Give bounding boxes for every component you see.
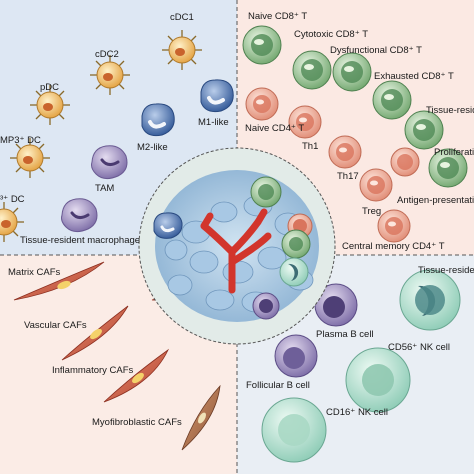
central-memory-cd4-t-cell <box>377 209 411 243</box>
matrix-caf-cell <box>13 261 105 301</box>
naive-cd8-label: Naive CD8⁺ T <box>248 11 308 22</box>
cdc2-label: cDC2 <box>95 49 119 60</box>
th1-cell <box>288 105 322 139</box>
follicular-b-label: Follicular B cell <box>246 380 310 391</box>
cd56-nk-label: CD56⁺ NK cell <box>388 342 451 353</box>
inflammatory-caf-cell <box>103 349 169 403</box>
cd16-nk-cell <box>261 397 327 463</box>
tissue-resident-t-label: Tissue-residen <box>426 105 474 116</box>
exhausted-cd8-t-cell <box>372 80 412 120</box>
cd16-nk-label: CD16⁺ NK cell <box>326 407 389 418</box>
cytotoxic-cd8-label: Cytotoxic CD8⁺ T <box>294 29 368 40</box>
mreg-dc-cell <box>10 138 50 178</box>
tissue-resident-t-cell <box>404 110 444 150</box>
naive-cd4-label: Naive CD4⁺ T <box>245 123 305 134</box>
tissue-resident-nk-label: Tissue-reside <box>418 265 474 276</box>
cdc1-label: cDC1 <box>170 12 194 23</box>
th17-cell <box>328 135 362 169</box>
tumor-core <box>138 147 336 345</box>
myofibroblastic-caf-label: Myofibroblastic CAFs <box>92 417 182 428</box>
antigen-presenting-label: Antigen-presentati <box>397 195 474 206</box>
m2-like-label: M2-like <box>137 142 168 153</box>
plasma-b-label: Plasma B cell <box>316 329 374 340</box>
tissue-resident-macrophage-label: Tissue-resident macrophage <box>20 235 141 246</box>
blood-vessel <box>200 208 272 294</box>
m2-like-macrophage <box>141 103 175 137</box>
m1-like-label: M1-like <box>198 117 229 128</box>
cd56-nk-cell <box>345 347 411 413</box>
exhausted-cd8-label: Exhausted CD8⁺ T <box>374 71 454 82</box>
antigen-presenting-t-cell <box>390 147 420 177</box>
lamp-dc-cell <box>0 202 24 242</box>
plasma-b-cell <box>314 283 358 327</box>
vascular-caf-cell <box>61 305 129 361</box>
treg-cell <box>359 168 393 202</box>
cdc2-cell <box>90 55 130 95</box>
myofibroblastic-caf-cell <box>181 384 221 451</box>
vascular-caf-label: Vascular CAFs <box>24 320 87 331</box>
th1-label: Th1 <box>302 141 319 152</box>
pdc-cell <box>30 85 70 125</box>
naive-cd8-t-cell <box>242 25 282 65</box>
cytotoxic-cd8-t-cell <box>292 50 332 90</box>
m1-like-macrophage <box>200 79 234 113</box>
lamp-dc-label: ³⁺ DC <box>0 194 25 205</box>
matrix-caf-label: Matrix CAFs <box>8 267 61 278</box>
dysfunctional-cd8-t-cell <box>332 52 372 92</box>
pdc-label: pDC <box>40 82 60 93</box>
dysfunctional-cd8-label: Dysfunctional CD8⁺ T <box>330 45 422 56</box>
tissue-resident-macrophage <box>61 198 98 233</box>
mreg-dc-label: MP3⁺ DC <box>0 135 41 146</box>
tissue-resident-nk-cell <box>399 269 461 331</box>
tam-cell <box>91 145 128 180</box>
treg-label: Treg <box>362 206 382 217</box>
cdc1-cell <box>162 30 202 70</box>
naive-cd4-t-cell <box>245 87 279 121</box>
follicular-b-cell <box>274 334 318 378</box>
proliferating-label: Proliferati <box>434 147 474 158</box>
central-memory-cd4-label: Central memory CD4⁺ T <box>342 241 445 252</box>
tam-label: TAM <box>95 183 115 194</box>
th17-label: Th17 <box>337 171 359 182</box>
proliferating-t-cell <box>428 148 468 188</box>
inflammatory-caf-label: Inflammatory CAFs <box>52 365 134 376</box>
